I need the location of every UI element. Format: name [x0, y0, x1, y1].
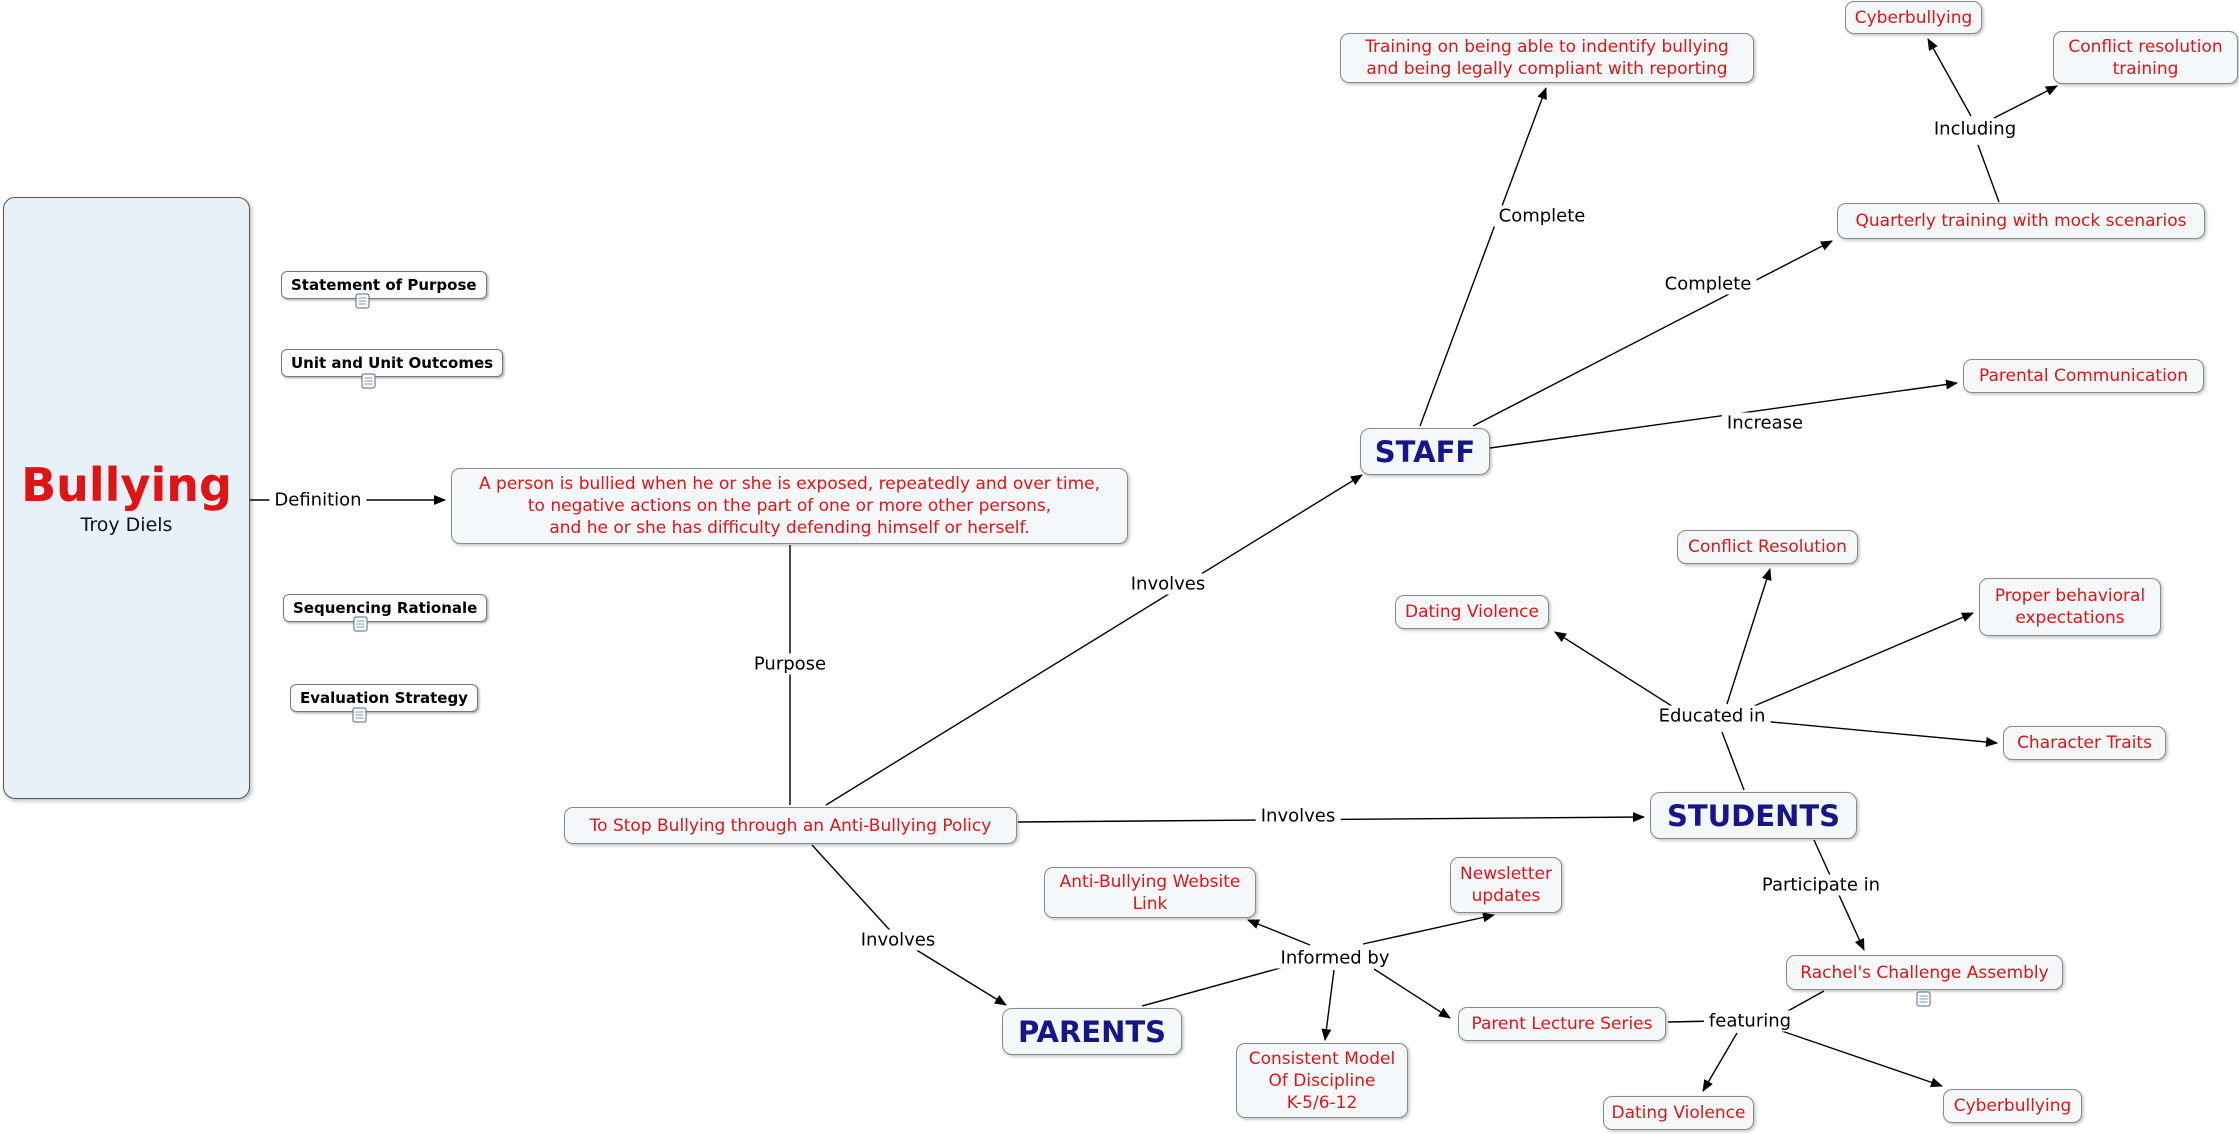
- edge-staff-quarterly: [1472, 240, 1833, 427]
- link-label-featuring[interactable]: featuring: [1703, 1010, 1797, 1032]
- node-parents[interactable]: PARENTS: [1002, 1008, 1182, 1055]
- node-parent-lecture[interactable]: Parent Lecture Series: [1458, 1007, 1666, 1041]
- link-label-including[interactable]: Including: [1928, 118, 2022, 140]
- resource-label-unit-outcomes[interactable]: Unit and Unit Outcomes: [281, 349, 504, 377]
- resource-label-statement-of-purpose[interactable]: Statement of Purpose: [281, 271, 487, 299]
- link-label-complete-right[interactable]: Complete: [1659, 273, 1757, 295]
- node-website-link[interactable]: Anti-Bullying Website Link: [1044, 867, 1256, 918]
- edge-informed-consistent-model: [1321, 969, 1335, 1041]
- link-label-involves-students[interactable]: Involves: [1255, 805, 1341, 827]
- node-proper-behavioral[interactable]: Proper behavioral expectations: [1979, 578, 2161, 636]
- map-author: Troy Diels: [80, 514, 173, 536]
- resource-icon[interactable]: [352, 707, 368, 724]
- link-label-purpose[interactable]: Purpose: [748, 653, 832, 675]
- node-newsletter[interactable]: Newsletter updates: [1450, 857, 1562, 913]
- edge-educated-conflict-resolution: [1726, 568, 1772, 705]
- resource-icon[interactable]: [355, 293, 371, 310]
- link-label-participate-in[interactable]: Participate in: [1756, 874, 1886, 896]
- link-label-educated-in[interactable]: Educated in: [1653, 705, 1771, 727]
- link-label-involves-staff[interactable]: Involves: [1125, 573, 1211, 595]
- edge-featuring-rachels: [1785, 990, 1825, 1013]
- resource-label-evaluation-strategy[interactable]: Evaluation Strategy: [290, 684, 478, 712]
- link-label-increase[interactable]: Increase: [1721, 412, 1809, 434]
- edge-parents-informed-by: [1141, 961, 1303, 1007]
- node-definition[interactable]: A person is bullied when he or she is ex…: [451, 468, 1128, 544]
- node-rachels-challenge[interactable]: Rachel's Challenge Assembly: [1786, 955, 2063, 990]
- link-label-informed-by[interactable]: Informed by: [1275, 947, 1395, 969]
- node-dating-violence-upper[interactable]: Dating Violence: [1395, 595, 1549, 629]
- resource-icon[interactable]: [353, 616, 369, 633]
- node-cyberbullying-top[interactable]: Cyberbullying: [1845, 1, 1982, 34]
- resource-icon[interactable]: [1916, 991, 1932, 1008]
- node-students[interactable]: STUDENTS: [1650, 792, 1857, 839]
- edge-including-conflict-res-training: [1993, 85, 2058, 119]
- link-label-complete-left[interactable]: Complete: [1493, 205, 1591, 227]
- node-training-reporting[interactable]: Training on being able to indentify bull…: [1340, 33, 1754, 83]
- resource-icon[interactable]: [361, 373, 377, 390]
- node-dating-violence-lower[interactable]: Dating Violence: [1603, 1096, 1754, 1130]
- node-conflict-resolution-training[interactable]: Conflict resolution training: [2053, 31, 2238, 84]
- edge-informed-parent-lecture: [1373, 968, 1451, 1019]
- edge-educated-character-traits: [1749, 719, 1998, 747]
- node-staff[interactable]: STAFF: [1360, 428, 1490, 475]
- edge-educated-proper-behavioral: [1746, 612, 1974, 710]
- edge-policy-staff: [825, 474, 1363, 806]
- edge-featuring-cyberbullying-lower: [1775, 1028, 1943, 1088]
- edge-students-educated-in: [1721, 731, 1745, 791]
- link-label-involves-parents[interactable]: Involves: [855, 929, 941, 951]
- node-character-traits[interactable]: Character Traits: [2003, 726, 2166, 760]
- node-cyberbullying-lower[interactable]: Cyberbullying: [1943, 1089, 2082, 1123]
- node-conflict-resolution[interactable]: Conflict Resolution: [1677, 530, 1858, 564]
- node-quarterly-training[interactable]: Quarterly training with mock scenarios: [1837, 203, 2205, 239]
- edge-informed-website-link: [1247, 919, 1311, 946]
- edge-quarterly-including: [1977, 144, 2000, 203]
- map-title: Bullying: [21, 458, 232, 512]
- edge-including-cyberbullying-top: [1927, 38, 1972, 117]
- edge-staff-training: [1419, 87, 1547, 427]
- resource-label-sequencing-rationale[interactable]: Sequencing Rationale: [283, 594, 488, 622]
- link-label-definition[interactable]: Definition: [269, 489, 367, 511]
- edge-policy-involves-parents: [811, 844, 898, 939]
- node-policy[interactable]: To Stop Bullying through an Anti-Bullyin…: [564, 807, 1017, 844]
- node-consistent-model[interactable]: Consistent Model Of Discipline K-5/6-12: [1236, 1043, 1408, 1118]
- edge-featuring-dating-violence-lower: [1702, 1032, 1738, 1092]
- edge-informed-newsletter: [1362, 912, 1495, 945]
- node-bullying-main[interactable]: Bullying Troy Diels: [3, 197, 250, 799]
- node-parental-communication[interactable]: Parental Communication: [1963, 359, 2204, 393]
